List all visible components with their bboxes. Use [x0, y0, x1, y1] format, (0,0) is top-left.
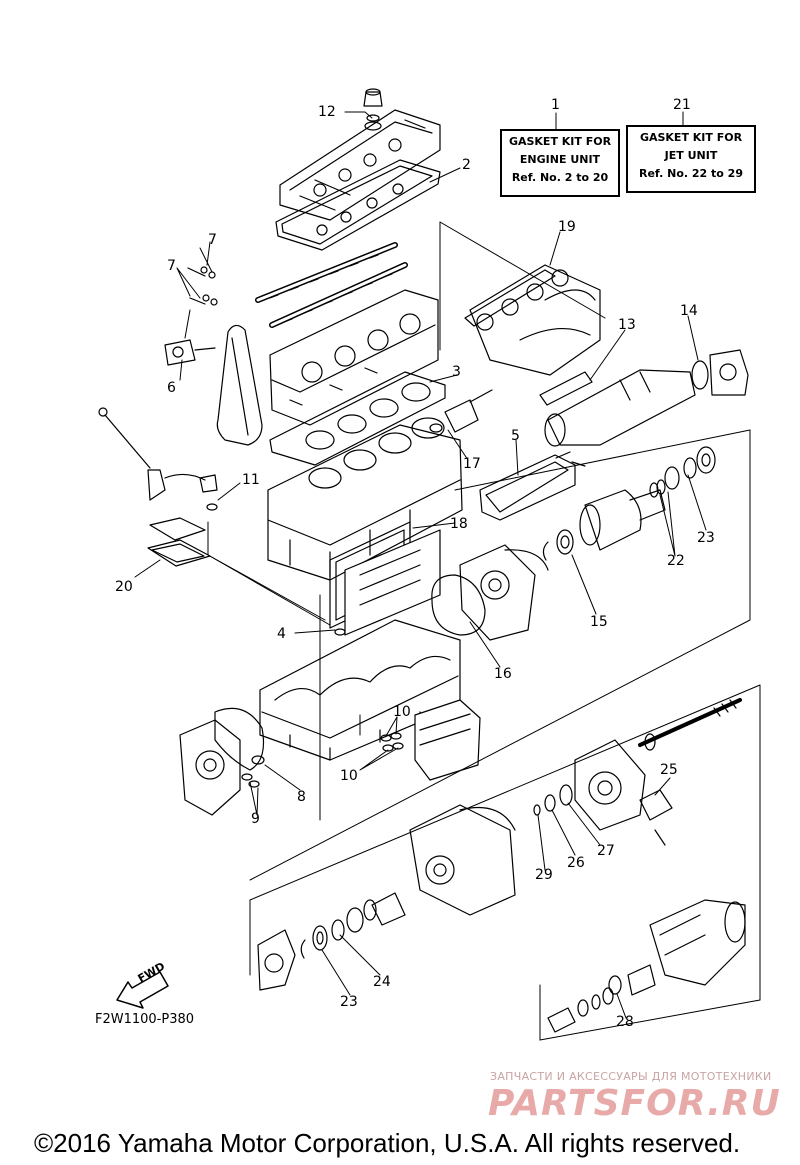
seal-28 [608, 964, 656, 996]
oil-seal-15 [556, 529, 574, 555]
callout-20: 20 [115, 579, 133, 595]
callout-18: 18 [450, 516, 468, 532]
o-rings-22 [649, 479, 666, 498]
figure-code: F2W1100-P380 [95, 1012, 195, 1027]
callout-17: 17 [463, 456, 481, 472]
callout-6: 6 [167, 380, 176, 396]
callout-16: 16 [494, 666, 512, 682]
cover-gasket [275, 159, 441, 251]
callout-2: 2 [462, 157, 471, 173]
timing-chain [216, 324, 263, 446]
callout-19: 19 [558, 219, 576, 235]
group-boundaries [207, 221, 761, 1041]
o-ring-4 [334, 628, 346, 636]
bearing-housing-lower [257, 929, 296, 991]
callout-15: 15 [590, 614, 608, 630]
drive-shaft [638, 698, 742, 751]
kit2-line2: JET UNIT [664, 149, 718, 162]
bushing-and-seals [547, 987, 614, 1033]
kit1-line3: Ref. No. 2 to 20 [511, 171, 609, 184]
intermediate-housing [574, 739, 646, 831]
callout-4: 4 [277, 626, 286, 642]
cylinder-head-cover [279, 109, 441, 221]
engine-gasket-kit-label: GASKET KIT FOR ENGINE UNIT Ref. No. 2 to… [500, 129, 620, 197]
watermark-logo: PARTSFOR.RU [488, 1083, 781, 1124]
circlip-lower [300, 939, 306, 959]
kit2-line1: GASKET KIT FOR [639, 131, 743, 144]
callout-24: 24 [373, 974, 391, 990]
kit1-line1: GASKET KIT FOR [508, 135, 612, 148]
fitting-17 [429, 389, 493, 433]
exhaust-manifold [469, 264, 601, 376]
pump-gasket-8 [214, 707, 265, 771]
callout-11: 11 [242, 472, 260, 488]
bolts-7 [187, 266, 218, 306]
callout-7b: 7 [167, 258, 176, 274]
head-gasket [269, 371, 446, 466]
copyright-notice: ©2016 Yamaha Motor Corporation, U.S.A. A… [34, 1128, 741, 1158]
callout-5: 5 [511, 428, 520, 444]
callout-29: 29 [535, 867, 553, 883]
circlip [542, 541, 549, 561]
o-ring-16 [431, 574, 486, 636]
gasket-13 [539, 371, 593, 406]
jet-gasket-kit-label: GASKET KIT FOR JET UNIT Ref. No. 22 to 2… [626, 125, 756, 193]
water-pump-body [179, 719, 241, 816]
callout-1: 1 [551, 97, 560, 113]
seals-26-27-29 [533, 784, 573, 816]
oil-filter-housing [414, 699, 481, 781]
fwd-arrow-icon [116, 971, 169, 1009]
watermark-tagline: ЗАПЧАСТИ И АКСЕССУАРЫ ДЛЯ МОТОТЕХНИКИ [490, 1070, 772, 1083]
callout-13: 13 [618, 317, 636, 333]
side-cover [344, 529, 441, 636]
manifold-gasket-19 [464, 269, 556, 327]
nozzle-housing [649, 899, 746, 986]
callout-28: 28 [616, 1014, 634, 1030]
o-rings-9 [241, 773, 260, 788]
cover-gasket-5 [479, 451, 586, 521]
callout-9: 9 [251, 811, 260, 827]
callout-27: 27 [597, 843, 615, 859]
dipstick-oil-line [98, 407, 218, 501]
callout-21: 21 [673, 97, 691, 113]
callout-3: 3 [452, 364, 461, 380]
callout-23a: 23 [697, 530, 715, 546]
callout-10b: 10 [340, 768, 358, 784]
oil-filler-cap [363, 88, 383, 131]
pump-housing [409, 804, 516, 916]
exhaust-joint-14 [691, 349, 749, 396]
chain-tensioner [164, 339, 216, 366]
callout-12: 12 [318, 104, 336, 120]
callout-14: 14 [680, 303, 698, 319]
cylinder-block [267, 417, 463, 581]
callout-26: 26 [567, 855, 585, 871]
housing-gasket-25 [639, 789, 673, 846]
kit1-line2: ENGINE UNIT [519, 153, 601, 166]
callout-23b: 23 [340, 994, 358, 1010]
seals-23-24-lower [312, 907, 364, 951]
callout-8: 8 [297, 789, 306, 805]
callout-22: 22 [667, 553, 685, 569]
output-shaft-housing [459, 544, 549, 641]
seals-23-upper [664, 446, 716, 490]
leader-lines [134, 111, 707, 1019]
cylinder-head [269, 289, 439, 426]
camshafts [255, 242, 408, 328]
impeller-sleeve [363, 892, 406, 926]
plate-gasket-20 [147, 517, 211, 567]
callout-25: 25 [660, 762, 678, 778]
kit2-line3: Ref. No. 22 to 29 [639, 167, 743, 180]
o-ring-11 [206, 503, 218, 511]
coupler [579, 489, 666, 551]
exhaust-pipe [544, 369, 696, 447]
o-rings-10 [380, 732, 404, 752]
callout-7a: 7 [208, 232, 217, 248]
callout-10a: 10 [393, 704, 411, 720]
